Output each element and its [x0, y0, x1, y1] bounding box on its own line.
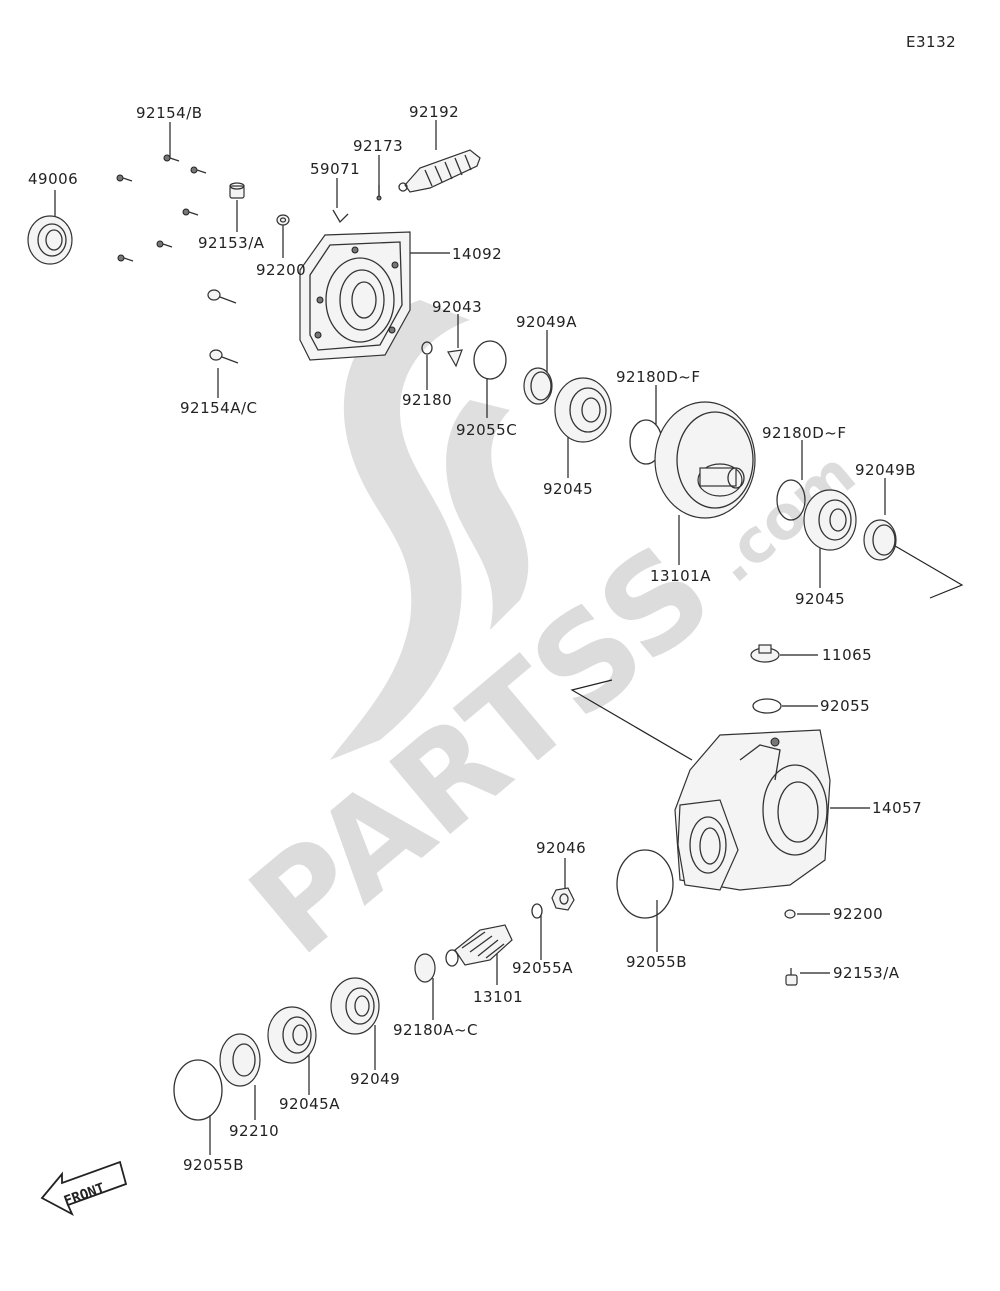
- label-92055: 92055: [820, 697, 870, 715]
- part-13101a-ring-gear: [654, 401, 756, 519]
- label-14092: 14092: [452, 245, 502, 263]
- part-92153a-top: [229, 182, 245, 199]
- label-13101a: 13101A: [650, 567, 711, 585]
- label-92049: 92049: [350, 1070, 400, 1088]
- part-11065-cap: [750, 644, 780, 663]
- part-92200-bottom: [784, 909, 796, 919]
- part-92173-pin: [376, 185, 382, 201]
- label-92043: 92043: [432, 298, 482, 316]
- label-92045-right: 92045: [795, 590, 845, 608]
- label-92180: 92180: [402, 391, 452, 409]
- part-92049-seal: [330, 977, 380, 1035]
- part-92043: [447, 349, 463, 368]
- label-92055c: 92055C: [456, 421, 517, 439]
- label-92045a: 92045A: [279, 1095, 340, 1113]
- part-92049b-seal: [863, 519, 897, 561]
- label-59071: 59071: [310, 160, 360, 178]
- part-92153a-bottom: [785, 968, 798, 986]
- part-92055a-ring: [531, 903, 543, 919]
- part-92055b-oring-bottom: [173, 1059, 223, 1121]
- label-92153a-top: 92153/A: [198, 234, 265, 252]
- label-92154b: 92154/B: [136, 104, 203, 122]
- part-92154ac-bolts: [207, 289, 239, 364]
- label-49006: 49006: [28, 170, 78, 188]
- label-92200-top: 92200: [256, 261, 306, 279]
- part-92049a-seal: [523, 367, 553, 405]
- part-92210-nut: [219, 1033, 261, 1087]
- label-11065: 11065: [822, 646, 872, 664]
- label-92154ac: 92154A/C: [180, 399, 258, 417]
- parts: [27, 149, 897, 1121]
- part-92045-bearing-right: [803, 489, 857, 551]
- part-49006-seal: [27, 215, 73, 265]
- label-92055b-mid: 92055B: [626, 953, 687, 971]
- part-92200-top: [276, 214, 290, 226]
- part-14057-housing: [674, 729, 831, 891]
- front-arrow: FRONT: [40, 1160, 128, 1217]
- label-92045-top: 92045: [543, 480, 593, 498]
- label-92192: 92192: [409, 103, 459, 121]
- part-92055b-oring-mid: [616, 849, 674, 919]
- part-14092-cover: [299, 231, 411, 361]
- part-92055c-oring: [473, 340, 507, 380]
- label-13101: 13101: [473, 988, 523, 1006]
- part-92045-bearing-top: [554, 377, 612, 443]
- label-92180df-a: 92180D~F: [616, 368, 700, 386]
- part-59071-clip: [332, 209, 349, 224]
- watermark-brand: PARTSS: [222, 515, 740, 984]
- label-14057: 14057: [872, 799, 922, 817]
- part-92180ac-ring: [414, 953, 436, 983]
- part-92180-ring: [421, 341, 433, 355]
- label-92049b: 92049B: [855, 461, 916, 479]
- label-92055a: 92055A: [512, 959, 573, 977]
- part-92180df-ring-b: [776, 479, 806, 521]
- part-92192-boot: [398, 149, 481, 193]
- part-13101-pinion: [445, 924, 513, 967]
- label-92210: 92210: [229, 1122, 279, 1140]
- label-92180df-b: 92180D~F: [762, 424, 846, 442]
- label-92055b-bottom: 92055B: [183, 1156, 244, 1174]
- watermark-swoosh-small: [446, 400, 529, 630]
- label-92180ac: 92180A~C: [393, 1021, 478, 1039]
- label-92046: 92046: [536, 839, 586, 857]
- label-92200-bottom: 92200: [833, 905, 883, 923]
- part-92055-oring: [752, 698, 782, 714]
- label-92173: 92173: [353, 137, 403, 155]
- diagram-code: E3132: [906, 33, 956, 51]
- part-labels: 49006 92154/B 92153/A 92200 59071 92173 …: [28, 103, 922, 1174]
- label-92153a-bottom: 92153/A: [833, 964, 900, 982]
- part-small-bolts: [116, 154, 207, 262]
- watermark-swoosh: [330, 300, 470, 760]
- part-92046: [551, 887, 575, 911]
- part-92045a-bearing: [267, 1006, 317, 1064]
- label-92049a: 92049A: [516, 313, 577, 331]
